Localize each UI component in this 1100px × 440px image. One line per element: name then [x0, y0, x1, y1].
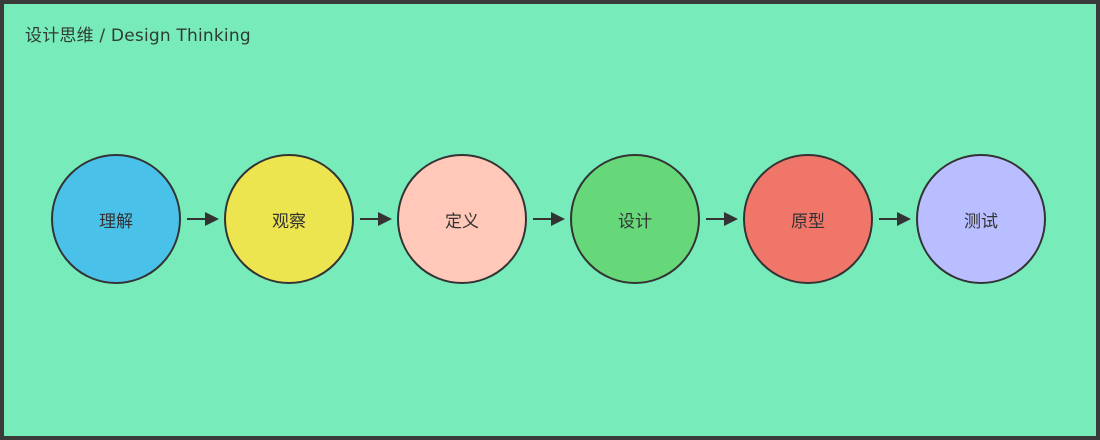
diagram-title: 设计思维 / Design Thinking	[25, 26, 251, 46]
step-label: 测试	[964, 211, 998, 232]
step-label: 观察	[272, 211, 306, 232]
arrow-right-icon	[360, 212, 392, 226]
step-define[interactable]: 定义	[397, 154, 527, 284]
process-flow: 理解 观察 定义 设计 原型	[4, 4, 1096, 436]
step-prototype[interactable]: 原型	[743, 154, 873, 284]
diagram-canvas: 设计思维 / Design Thinking 理解 观察 定义 设计	[4, 4, 1096, 436]
arrow-right-icon	[533, 212, 565, 226]
step-understand[interactable]: 理解	[51, 154, 181, 284]
step-observe[interactable]: 观察	[224, 154, 354, 284]
arrow-right-icon	[879, 212, 911, 226]
step-test[interactable]: 测试	[916, 154, 1046, 284]
arrow-right-icon	[187, 212, 219, 226]
step-design[interactable]: 设计	[570, 154, 700, 284]
step-label: 设计	[618, 211, 652, 232]
step-label: 原型	[791, 211, 825, 232]
arrow-right-icon	[706, 212, 738, 226]
step-label: 理解	[99, 211, 133, 232]
step-label: 定义	[445, 211, 479, 232]
